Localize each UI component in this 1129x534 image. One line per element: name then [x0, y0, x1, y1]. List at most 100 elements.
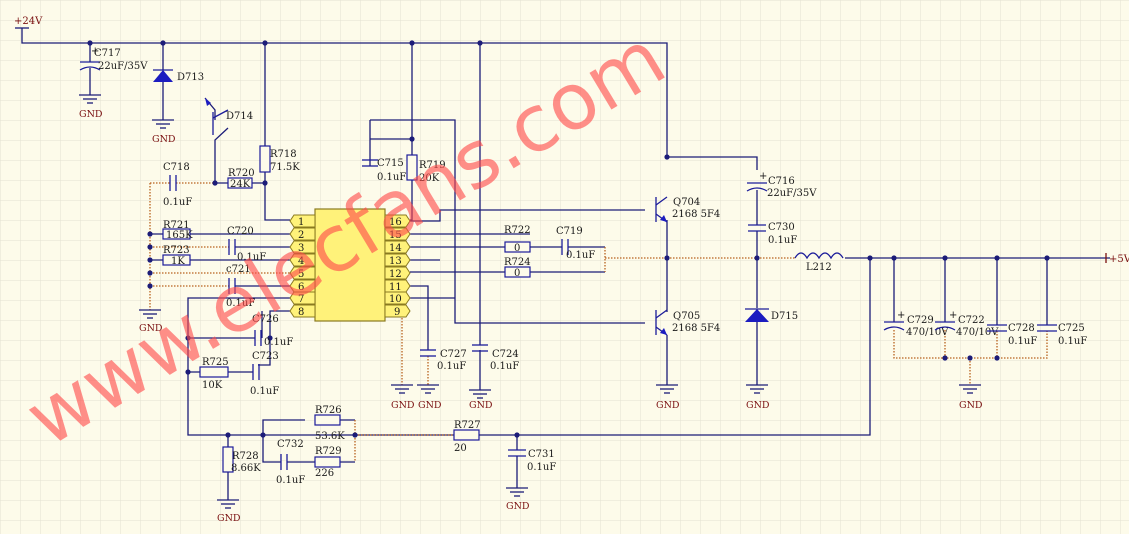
- resistor-r720[interactable]: R720 24K: [227, 168, 255, 190]
- resistor-r721[interactable]: R721 165K: [162, 220, 193, 241]
- ref-label: R722: [504, 225, 531, 236]
- capacitor-c717[interactable]: C717 22uF/35V +: [79, 46, 148, 72]
- inductor-l212[interactable]: L212: [794, 252, 844, 273]
- pwm-controller-ic[interactable]: 1 2 3 4 5 6 7 8 9 10 11 12 13 14 15 16: [289, 208, 411, 322]
- ref-label: C729: [907, 315, 934, 326]
- pin-9: 9: [394, 307, 400, 318]
- ref-label: C725: [1058, 323, 1085, 334]
- resistor-r724[interactable]: R724 0: [504, 257, 531, 279]
- resistor-r729[interactable]: R729 226: [314, 446, 342, 479]
- pin-16: 16: [389, 217, 402, 228]
- gnd-label: GND: [506, 501, 530, 512]
- resistor-r726[interactable]: R726 53.6K: [314, 405, 345, 442]
- transistor-q704[interactable]: Q704 2168 5F4: [655, 196, 720, 223]
- capacitor-c722[interactable]: + C722 470/10V: [934, 310, 999, 338]
- gnd-label: GND: [139, 323, 163, 334]
- ref-label: R727: [454, 420, 481, 431]
- value-label: 0: [514, 268, 520, 279]
- capacitor-c724[interactable]: C724 0.1uF: [472, 344, 519, 372]
- ref-label: D713: [177, 72, 204, 83]
- ref-label: C722: [958, 315, 985, 326]
- value-label: 470/10V: [956, 327, 999, 338]
- resistor-r728[interactable]: R728 8.66K: [222, 446, 261, 474]
- value-label: 24K: [230, 179, 251, 190]
- transistor-q705[interactable]: Q705 2168 5F4: [655, 309, 720, 336]
- capacitor-c720[interactable]: C720 0.1uF: [227, 226, 266, 263]
- capacitor-c725[interactable]: C725 0.1uF: [1037, 323, 1087, 347]
- ref-label: Q705: [673, 311, 700, 322]
- capacitor-c719[interactable]: C719 0.1uF: [556, 226, 595, 261]
- capacitor-c730[interactable]: C730 0.1uF: [748, 222, 797, 246]
- resistor-r718[interactable]: R718 71.5K: [259, 145, 300, 173]
- transistor-d714[interactable]: D714: [205, 98, 253, 135]
- pin-13: 13: [389, 256, 402, 267]
- capacitor-c728[interactable]: C728 0.1uF: [987, 323, 1037, 347]
- diode-d713[interactable]: D713: [153, 69, 204, 83]
- pin-8: 8: [298, 307, 304, 318]
- value-label: 0.1uF: [264, 337, 293, 348]
- value-label: 8.66K: [231, 463, 261, 474]
- capacitor-c715[interactable]: C715 0.1uF: [362, 158, 406, 183]
- ref-label: C718: [163, 162, 190, 173]
- gnd-label: GND: [959, 400, 983, 411]
- ref-label: C723: [252, 351, 279, 362]
- value-label: 0.1uF: [377, 172, 406, 183]
- value-label: 226: [315, 468, 334, 479]
- capacitor-c731[interactable]: C731 0.1uF: [508, 449, 556, 473]
- ref-label: R721: [163, 220, 190, 231]
- resistor-r719[interactable]: R719 20K: [406, 154, 446, 184]
- gnd-label: GND: [391, 400, 415, 411]
- ref-label: C719: [556, 226, 583, 237]
- pin-3: 3: [298, 243, 304, 254]
- resistor-r725[interactable]: R725 10K: [199, 357, 229, 391]
- resistor-r723[interactable]: R723 1K: [162, 245, 191, 267]
- capacitor-c726[interactable]: C726 0.1uF: [252, 314, 293, 348]
- ref-label: R724: [504, 257, 531, 268]
- pin-7: 7: [298, 294, 304, 305]
- capacitor-c732[interactable]: C732 0.1uF: [276, 439, 305, 486]
- pin-12: 12: [389, 269, 402, 280]
- gnd-label: GND: [656, 400, 680, 411]
- value-label: 0.1uF: [237, 252, 266, 263]
- svg-text:+: +: [949, 310, 957, 321]
- ref-label: C727: [440, 349, 467, 360]
- value-label: 22uF/35V: [767, 188, 817, 199]
- vout-label: +5V: [1109, 254, 1129, 265]
- ic-pins-left: 1 2 3 4 5 6 7 8: [289, 214, 316, 318]
- ref-label: C731: [528, 449, 555, 460]
- capacitor-c727[interactable]: C727 0.1uF: [420, 349, 467, 372]
- junctions: [87, 40, 1050, 438]
- value-label: 0: [514, 243, 520, 254]
- value-label: 0.1uF: [226, 298, 255, 309]
- pin-5: 5: [298, 269, 304, 280]
- ref-label: D715: [771, 311, 798, 322]
- ref-label: R729: [315, 446, 342, 457]
- value-label: 0.1uF: [437, 361, 466, 372]
- vin-label: +24V: [14, 16, 43, 27]
- value-label: 0.1uF: [566, 250, 595, 261]
- resistor-r727[interactable]: R727 20: [453, 420, 481, 454]
- ref-label: C724: [492, 349, 519, 360]
- gnd-label: GND: [217, 513, 241, 524]
- ref-label: R728: [232, 451, 259, 462]
- gnd-label: GND: [418, 400, 442, 411]
- value-label: 20K: [419, 173, 440, 184]
- capacitor-c723[interactable]: C723 0.1uF: [250, 351, 279, 397]
- capacitor-c729[interactable]: + C729 470/10V: [883, 310, 949, 338]
- value-label: 0.1uF: [490, 361, 519, 372]
- ref-label: R726: [315, 405, 342, 416]
- ic-pins-right: 9 10 11 12 13 14 15 16: [384, 214, 411, 318]
- value-label: 0.1uF: [276, 475, 305, 486]
- ref-label: C728: [1008, 323, 1035, 334]
- ground-labels: GND GND GND GND GND GND GND GND GND GND …: [79, 109, 983, 524]
- diode-d715[interactable]: D715: [745, 308, 798, 322]
- capacitor-c718[interactable]: C718 0.1uF: [163, 162, 192, 208]
- resistor-r722[interactable]: R722 0: [504, 225, 531, 254]
- value-label: 1K: [171, 256, 185, 267]
- capacitor-c721[interactable]: c721 0.1uF: [226, 264, 255, 309]
- value-label: 0.1uF: [163, 197, 192, 208]
- capacitor-c716[interactable]: + C716 22uF/35V: [746, 171, 817, 199]
